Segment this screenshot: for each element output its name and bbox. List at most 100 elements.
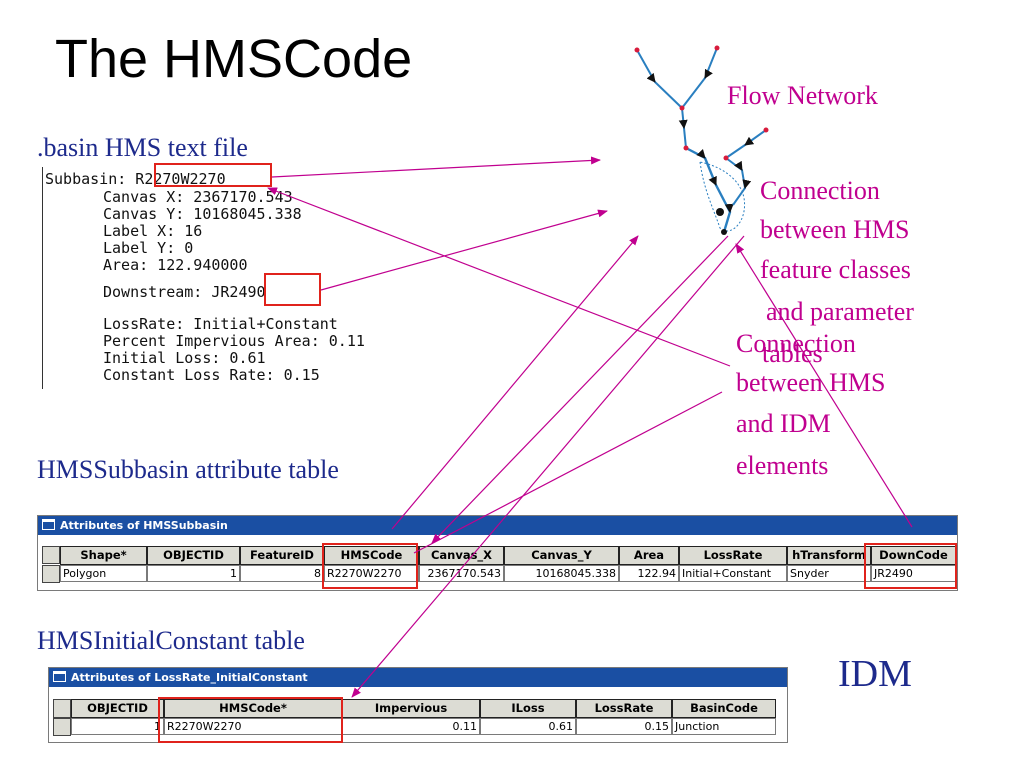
stream-node [714, 45, 720, 51]
code-line-area: Area: 122.940000 [103, 256, 248, 274]
stream-branch-1 [636, 49, 683, 109]
cell-objectid[interactable]: 1 [147, 565, 240, 582]
cell-area[interactable]: 122.94 [619, 565, 679, 582]
arrow-hmscode-to-network [391, 235, 639, 530]
connection-classes-line-2: between HMS [760, 215, 910, 244]
cell-basincode[interactable]: Junction [672, 718, 776, 735]
code-line-canvas-y: Canvas Y: 10168045.338 [103, 205, 302, 223]
table-icon [53, 671, 66, 682]
code-line-label-y: Label Y: 0 [103, 239, 194, 257]
connection-classes-line-5: tables [762, 339, 823, 368]
code-line-subbasin: Subbasin: R2270W2270 [45, 170, 226, 188]
stream-branch-3 [725, 129, 767, 159]
connection-classes-line-4: and parameter [766, 297, 914, 326]
col-header-hmscode[interactable]: HMSCode [324, 546, 419, 565]
col-header-canvas-y[interactable]: Canvas_Y [504, 546, 619, 565]
flow-network-label: Flow Network [727, 81, 878, 110]
header-row-selector[interactable] [53, 699, 71, 718]
stream-branch-2 [681, 47, 718, 109]
lossrate-window-title: Attributes of LossRate_InitialConstant [71, 671, 308, 684]
lossrate-attribute-window: Attributes of LossRate_InitialConstant O… [48, 667, 788, 743]
code-line-canvas-x: Canvas X: 2367170.543 [103, 188, 293, 206]
connection-classes-line-3: feature classes [760, 255, 911, 284]
subbasin-code-highlight [154, 163, 272, 187]
col-header-htransform[interactable]: hTransform [787, 546, 871, 565]
cell-lossrate[interactable]: Initial+Constant [679, 565, 787, 582]
lossrate-table-label: HMSInitialConstant table [37, 626, 305, 655]
subbasin-downcode-highlight [864, 543, 957, 589]
stream-node [679, 105, 685, 111]
cell-lossrate[interactable]: 0.15 [576, 718, 672, 735]
header-row-selector[interactable] [42, 546, 60, 564]
row-selector[interactable] [53, 718, 71, 736]
code-line-downstream: Downstream: JR2490 [103, 283, 266, 301]
stream-node [683, 145, 689, 151]
stream-tributary [725, 157, 752, 206]
slide-title: The HMSCode [55, 29, 413, 89]
table-icon [42, 519, 55, 530]
col-header-lossrate[interactable]: LossRate [679, 546, 787, 565]
cell-impervious[interactable]: 0.11 [342, 718, 480, 735]
cell-hmscode[interactable]: R2270W2270 [164, 718, 342, 735]
row-selector[interactable] [42, 565, 60, 583]
cell-canvas-y[interactable]: 10168045.338 [504, 565, 619, 582]
col-header-impervious[interactable]: Impervious [342, 699, 480, 718]
code-line-impervious: Percent Impervious Area: 0.11 [103, 332, 365, 350]
col-header-area[interactable]: Area [619, 546, 679, 565]
code-line-initial-loss: Initial Loss: 0.61 [103, 349, 266, 367]
lossrate-hmscode-highlight [158, 697, 343, 743]
connection-idm-line-4: elements [736, 451, 829, 480]
cell-canvas-x[interactable]: 2367170.543 [419, 565, 504, 582]
stream-main-upper [678, 107, 688, 149]
subbasin-hmscode-highlight [322, 543, 418, 589]
arrow-network-to-canvas [431, 235, 729, 544]
cell-downcode[interactable]: JR2490 [871, 565, 956, 582]
lossrate-window-titlebar: Attributes of LossRate_InitialConstant [49, 668, 787, 687]
col-header-objectid[interactable]: OBJECTID [147, 546, 240, 565]
stream-node [763, 127, 769, 133]
col-header-featureid[interactable]: FeatureID [240, 546, 324, 565]
cell-hmscode[interactable]: R2270W2270 [324, 565, 419, 582]
idm-label: IDM [838, 653, 912, 695]
stream-main-lower [685, 146, 734, 233]
stream-node [634, 47, 640, 53]
connection-classes-line-1: Connection [760, 176, 880, 205]
code-line-label-x: Label X: 16 [103, 222, 203, 240]
col-header-shape[interactable]: Shape* [60, 546, 147, 565]
col-header-hmscode[interactable]: HMSCode* [164, 699, 342, 718]
outlet-node [721, 229, 727, 235]
col-header-iloss[interactable]: ILoss [480, 699, 576, 718]
subbasin-table-label: HMSSubbasin attribute table [37, 455, 339, 484]
connector-lines [267, 156, 913, 698]
cell-shape[interactable]: Polygon [60, 565, 147, 582]
code-line-constant-loss: Constant Loss Rate: 0.15 [103, 366, 320, 384]
arrow-network-to-lossrate [351, 235, 745, 698]
col-header-objectid[interactable]: OBJECTID [71, 699, 164, 718]
arrow-subbasin-to-network [271, 156, 601, 178]
connection-idm-line-2: between HMS [736, 368, 886, 397]
arrow-idm-to-file [267, 187, 731, 367]
col-header-canvas-x[interactable]: Canvas_X [419, 546, 504, 565]
code-line-lossrate: LossRate: Initial+Constant [103, 315, 338, 333]
col-header-basincode[interactable]: BasinCode [672, 699, 776, 718]
cell-objectid[interactable]: 1 [71, 718, 164, 735]
connection-idm-line-3: and IDM [736, 409, 831, 438]
junction-node [716, 208, 724, 216]
arrow-downcode-to-network [735, 243, 913, 528]
connection-idm-line-1: Connection [736, 329, 856, 358]
basin-file-heading: .basin HMS text file [37, 133, 248, 162]
subbasin-window-title: Attributes of HMSSubbasin [60, 519, 228, 532]
cell-iloss[interactable]: 0.61 [480, 718, 576, 735]
basin-file-content: Subbasin: R2270W2270 Canvas X: 2367170.5… [42, 167, 463, 389]
arrow-downstream-to-network [320, 209, 608, 291]
downstream-code-highlight [264, 273, 321, 306]
col-header-downcode[interactable]: DownCode [871, 546, 956, 565]
stream-node [723, 155, 729, 161]
cell-featureid[interactable]: 8 [240, 565, 324, 582]
arrow-idm-to-canvas [413, 391, 723, 554]
cell-htransform[interactable]: Snyder [787, 565, 871, 582]
subbasin-boundary [699, 161, 746, 232]
col-header-lossrate[interactable]: LossRate [576, 699, 672, 718]
subbasin-attribute-window: Attributes of HMSSubbasin Shape* OBJECTI… [37, 515, 958, 591]
flow-network-icon [634, 45, 769, 235]
